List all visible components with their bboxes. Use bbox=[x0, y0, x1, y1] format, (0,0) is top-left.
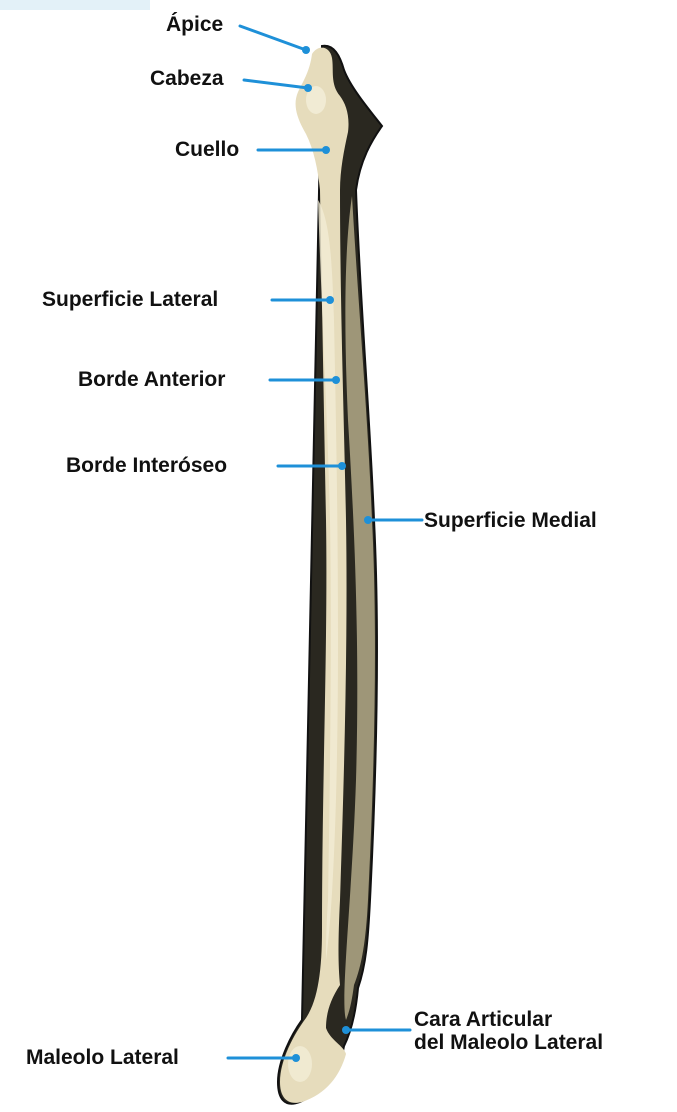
lateral-malleolus-dot bbox=[292, 1054, 300, 1062]
malleolar-facet-label-line1: Cara Articular bbox=[414, 1008, 603, 1031]
head-leader bbox=[244, 80, 308, 88]
apex-label: Ápice bbox=[166, 14, 223, 36]
head-dot bbox=[304, 84, 312, 92]
interosseous-border-label: Borde Interóseo bbox=[66, 455, 227, 477]
apex-dot bbox=[302, 46, 310, 54]
lateral-surface-label: Superficie Lateral bbox=[42, 289, 218, 311]
neck-dot bbox=[322, 146, 330, 154]
medial-surface-label: Superficie Medial bbox=[424, 510, 597, 532]
malleolar-facet-dot bbox=[342, 1026, 350, 1034]
malleolar-facet-label-line2: del Maleolo Lateral bbox=[414, 1031, 603, 1054]
lateral-malleolus-label: Maleolo Lateral bbox=[26, 1047, 179, 1069]
apex-leader bbox=[240, 26, 306, 50]
anterior-border-dot bbox=[332, 376, 340, 384]
anterior-border-label: Borde Anterior bbox=[78, 369, 225, 391]
interosseous-border-dot bbox=[338, 462, 346, 470]
malleolar-facet-label: Cara Articular del Maleolo Lateral bbox=[414, 1008, 603, 1054]
neck-label: Cuello bbox=[175, 139, 239, 161]
head-label: Cabeza bbox=[150, 68, 224, 90]
lateral-surface-dot bbox=[326, 296, 334, 304]
malleolus-highlight bbox=[288, 1046, 312, 1082]
medial-surface-dot bbox=[364, 516, 372, 524]
